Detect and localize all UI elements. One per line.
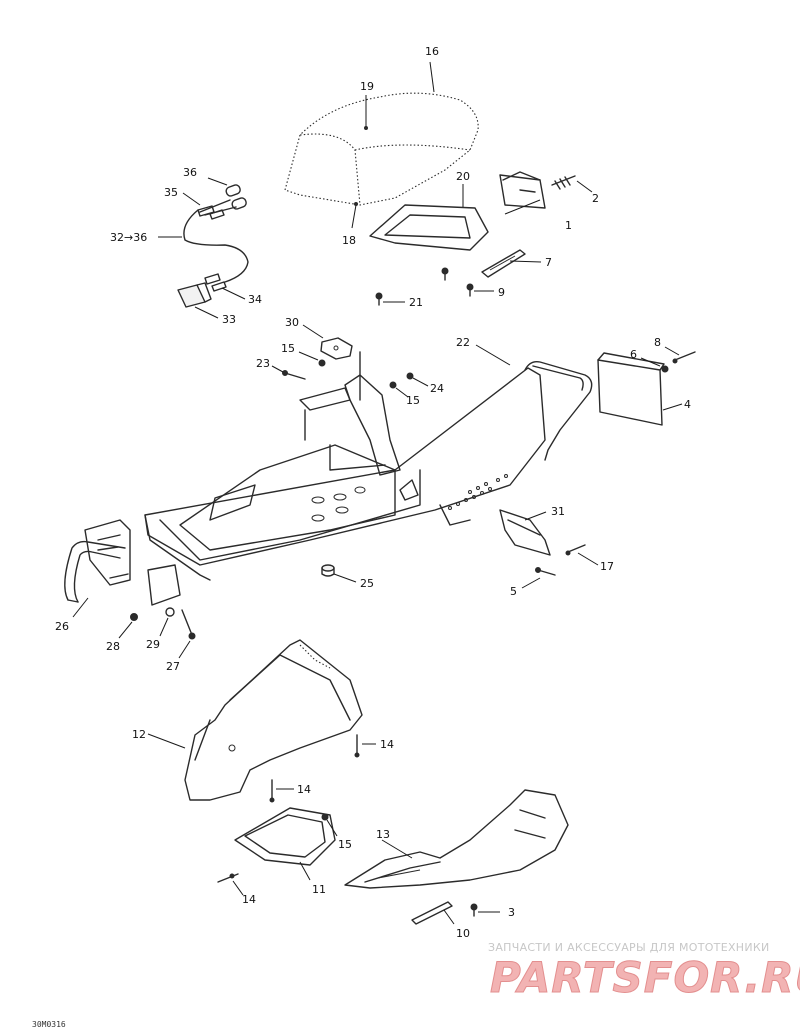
callout-11: 11 [312, 883, 326, 896]
bolt-5 [535, 567, 556, 576]
callout-6: 6 [630, 348, 637, 361]
callout-21: 21 [409, 296, 423, 309]
washer-15c [321, 813, 329, 821]
callout-17: 17 [600, 560, 614, 573]
decal-10 [411, 901, 453, 925]
callout-3: 3 [508, 906, 515, 919]
rear-bumper [64, 519, 181, 606]
callout-labels: 16 19 20 2 1 7 9 18 21 36 35 32→36 34 33… [55, 45, 691, 940]
callout-15c: 15 [338, 838, 352, 851]
callout-18: 18 [342, 234, 356, 247]
callout-9: 9 [498, 286, 505, 299]
rivet-14a [354, 734, 360, 758]
screw-3 [470, 903, 478, 917]
callout-4: 4 [684, 398, 691, 411]
watermark-tagline: ЗАПЧАСТИ И АКСЕССУАРЫ ДЛЯ МОТОТЕХНИКИ [488, 941, 770, 954]
side-cover-13 [344, 789, 569, 889]
screw-near-tray [441, 267, 449, 281]
callout-14a: 14 [380, 738, 394, 751]
callout-34: 34 [248, 293, 262, 306]
seat-base-tray [369, 204, 489, 251]
cover-11 [234, 807, 336, 866]
seat-cushion [284, 92, 479, 206]
callout-22: 22 [456, 336, 470, 349]
callout-36: 36 [183, 166, 197, 179]
callout-16: 16 [425, 45, 439, 58]
wiring-harness [177, 184, 249, 308]
callout-14b: 14 [297, 783, 311, 796]
nut-24 [406, 372, 414, 380]
side-panel-12 [184, 639, 363, 801]
bolt-27 [181, 609, 196, 640]
nut-28 [130, 613, 138, 621]
callout-19: 19 [360, 80, 374, 93]
screw-21 [375, 292, 383, 306]
callout-26: 26 [55, 620, 69, 633]
callout-35: 35 [164, 186, 178, 199]
callout-14c: 14 [242, 893, 256, 906]
terminals-35 [197, 205, 225, 220]
rivet-14c [217, 873, 239, 883]
watermark-logo: PARTSFOR.RU [490, 953, 800, 1002]
callout-25: 25 [360, 577, 374, 590]
callout-33: 33 [222, 313, 236, 326]
connector-33 [177, 282, 212, 308]
callout-7: 7 [545, 256, 552, 269]
callout-23: 23 [256, 357, 270, 370]
callout-2: 2 [592, 192, 599, 205]
callout-10: 10 [456, 927, 470, 940]
screw-9 [466, 283, 474, 297]
callout-1: 1 [565, 219, 572, 232]
callout-15a: 15 [281, 342, 295, 355]
callout-12: 12 [132, 728, 146, 741]
screw-2 [551, 175, 576, 190]
callout-13: 13 [376, 828, 390, 841]
drawing-code: 30M0316 [32, 1020, 66, 1029]
callout-15b: 15 [406, 394, 420, 407]
taillight-housing [499, 171, 546, 209]
washer-6 [661, 365, 669, 373]
bolt-23 [282, 370, 306, 380]
reflector-strip-7 [481, 249, 526, 278]
callout-24: 24 [430, 382, 444, 395]
callout-29: 29 [146, 638, 160, 651]
bracket-31 [499, 509, 551, 556]
rivet-17 [565, 544, 586, 556]
bulb-socket-36a [225, 184, 247, 210]
callout-8: 8 [654, 336, 661, 349]
callout-32-36: 32→36 [110, 231, 147, 244]
washer-29 [165, 607, 175, 617]
callout-31: 31 [551, 505, 565, 518]
rear-tunnel-frame [144, 351, 593, 581]
bumper-pad-25 [321, 564, 335, 577]
rivet-8 [672, 351, 696, 364]
terminals-34 [204, 273, 227, 292]
nut-15a [318, 359, 326, 367]
bracket-30 [320, 337, 353, 360]
callout-28: 28 [106, 640, 120, 653]
rivet-14b [269, 779, 275, 803]
callout-30: 30 [285, 316, 299, 329]
callout-20: 20 [456, 170, 470, 183]
snow-flap [597, 352, 665, 426]
callout-27: 27 [166, 660, 180, 673]
callout-5: 5 [510, 585, 517, 598]
washer-15b [389, 381, 397, 389]
